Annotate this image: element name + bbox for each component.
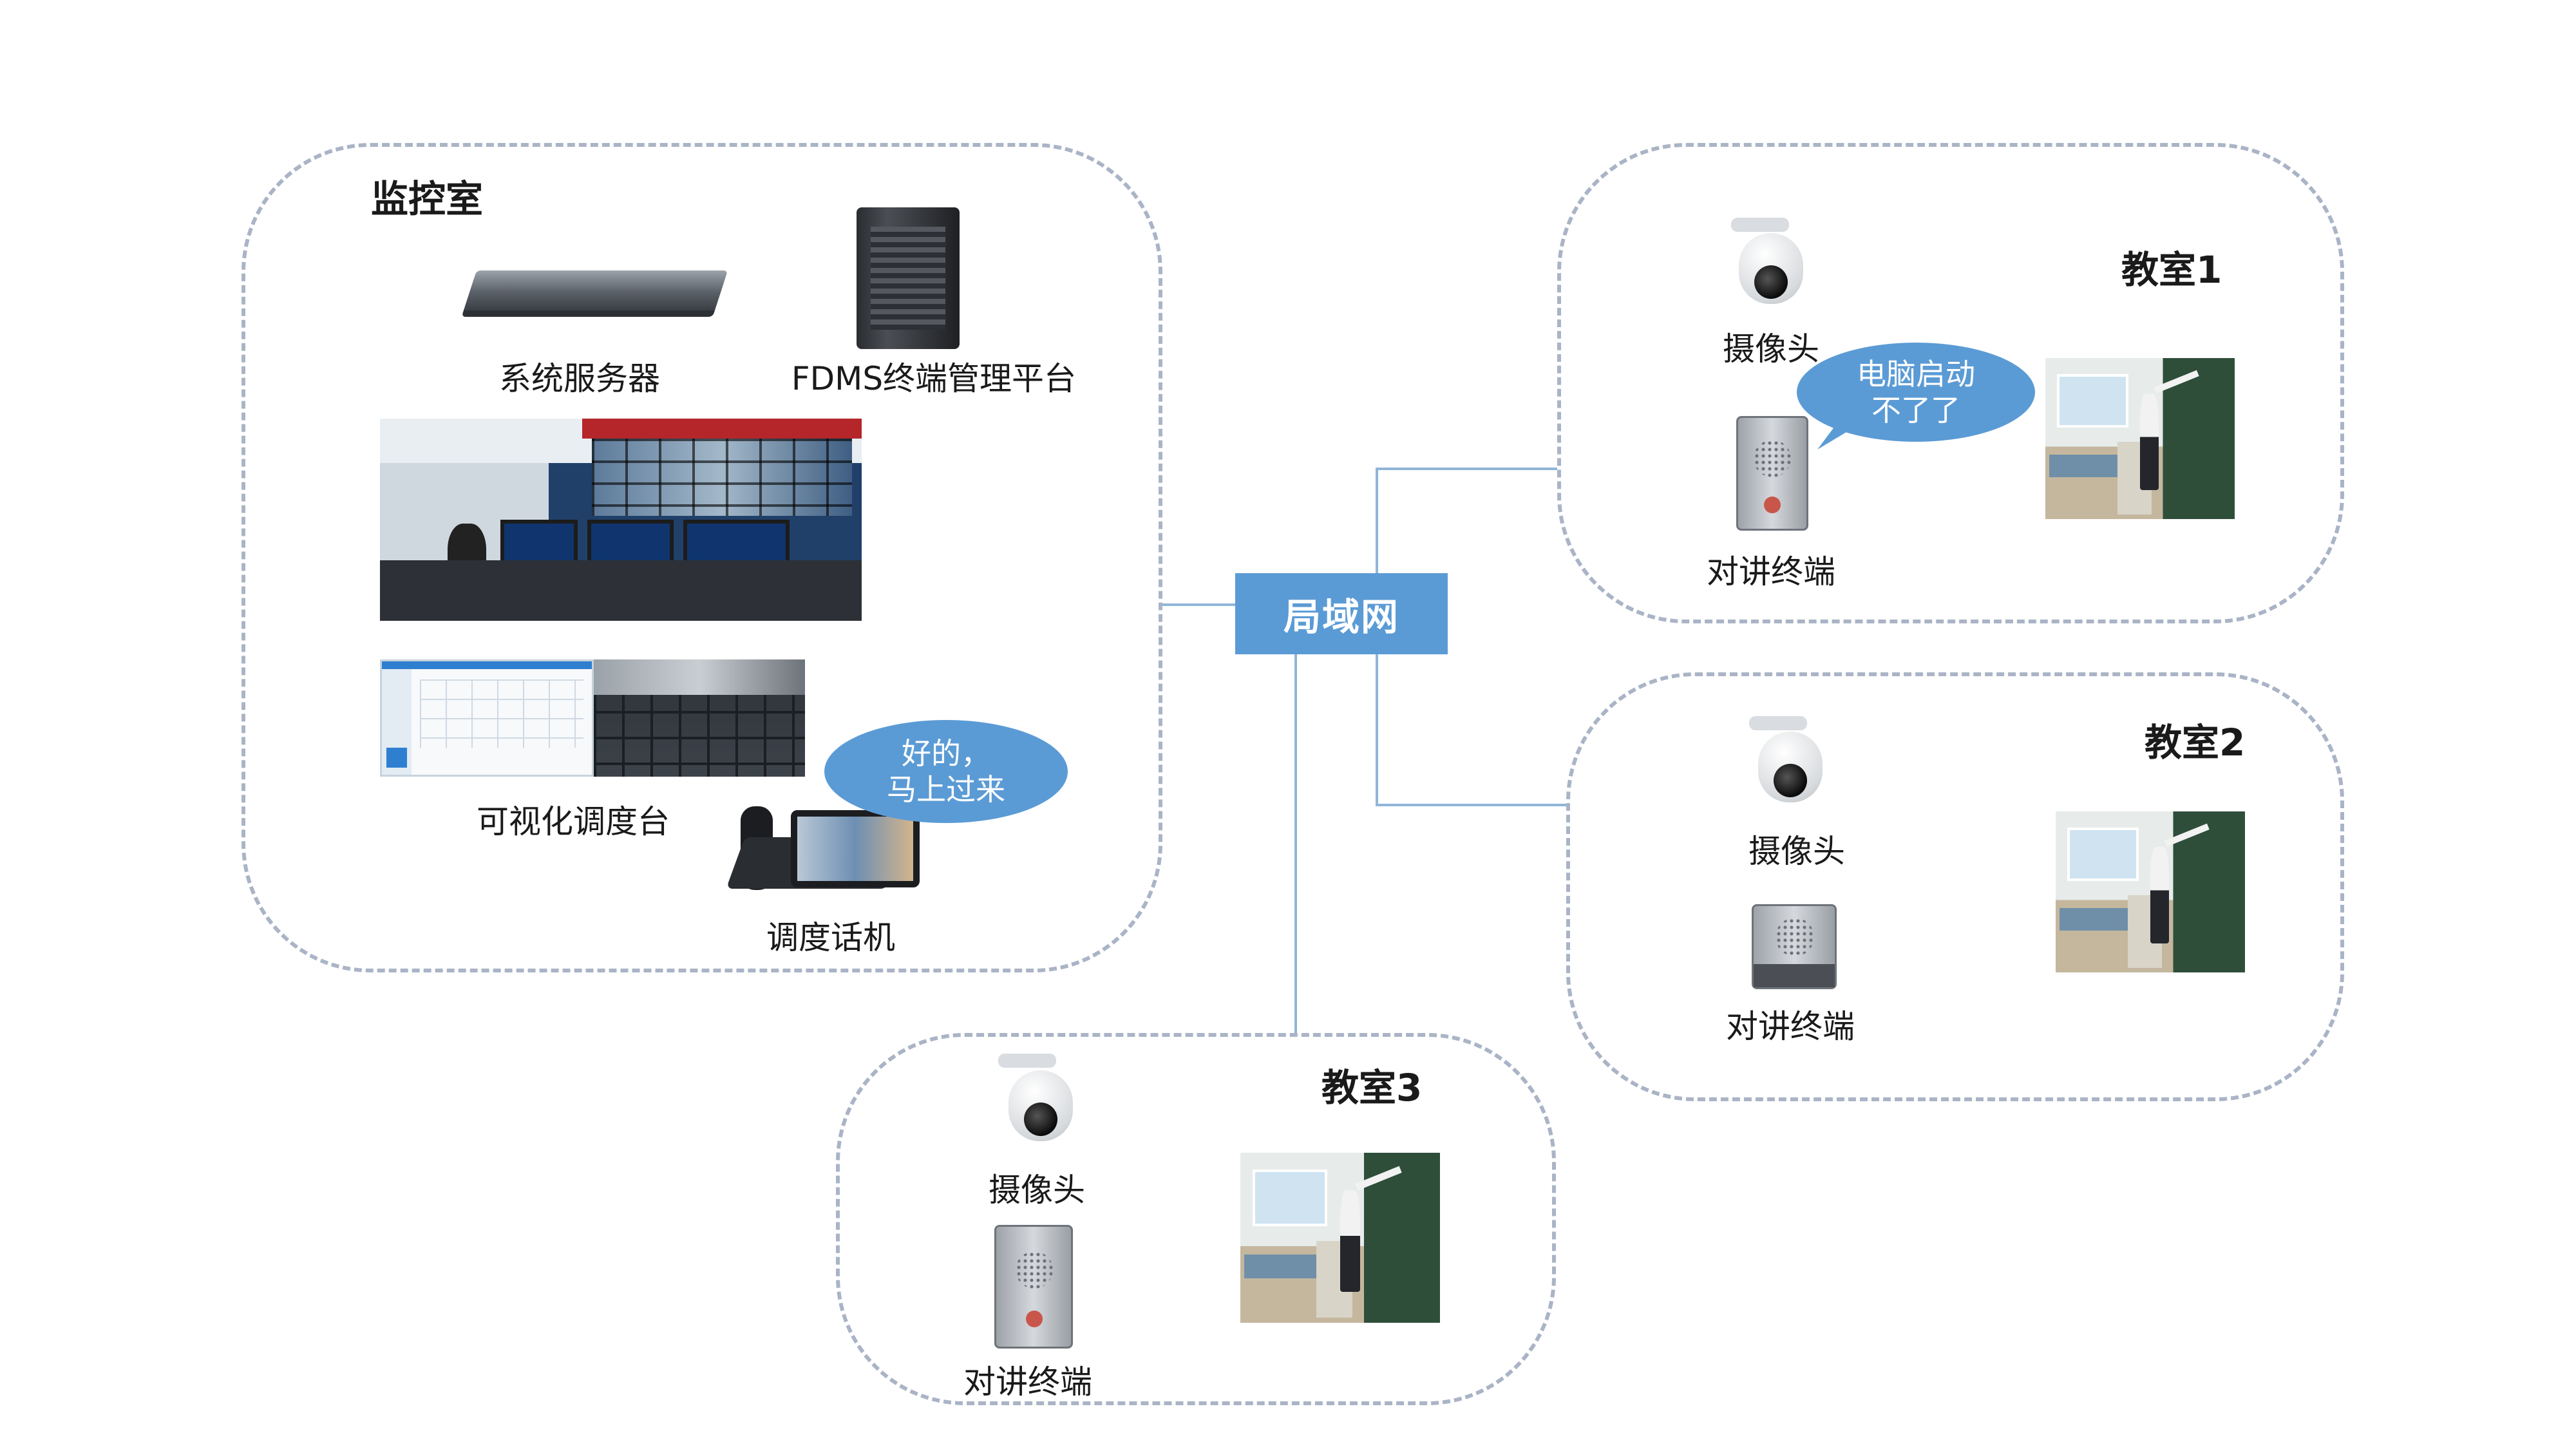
- camera-mount-icon: [1749, 716, 1807, 730]
- classroom1-title: 教室1: [2121, 248, 2222, 292]
- classroom2-title: 教室2: [2145, 721, 2246, 764]
- classroom3-camera-label: 摄像头: [989, 1171, 1085, 1209]
- camera-lens-icon: [1024, 1103, 1057, 1136]
- call-button-icon: [1754, 964, 1835, 987]
- camera-mount-icon: [998, 1054, 1056, 1068]
- classroom1-zone: [1557, 143, 2344, 623]
- classroom2-photo: [2056, 811, 2245, 972]
- classroom3-photo: [1240, 1153, 1440, 1323]
- dispatch-phone-label: 调度话机: [766, 919, 895, 956]
- link-control-room: [1162, 603, 1235, 606]
- intercom-terminal-icon: [1736, 416, 1808, 531]
- link-classroom2: [1376, 804, 1566, 806]
- reply-bubble-line1: 好的，: [902, 736, 990, 771]
- intercom-terminal-icon: [1752, 904, 1837, 989]
- speaker-grille-icon: [1016, 1251, 1053, 1289]
- classroom2-zone: [1566, 672, 2344, 1101]
- fdms-server-image: [857, 207, 960, 349]
- call-button-icon: [1764, 497, 1781, 513]
- call-button-icon: [1026, 1311, 1043, 1327]
- classroom1-photo: [2045, 358, 2235, 519]
- video-wall-image: [594, 659, 805, 777]
- system-server-image: [463, 270, 728, 310]
- intercom-terminal-icon: [994, 1225, 1073, 1349]
- lan-node: 局域网: [1235, 573, 1448, 654]
- camera-mount-icon: [1731, 218, 1789, 232]
- fdms-label: FDMS终端管理平台: [791, 360, 1077, 397]
- control-room-title: 监控室: [371, 177, 484, 221]
- speaker-grille-icon: [1776, 918, 1814, 956]
- classroom3-intercom-label: 对讲终端: [963, 1363, 1092, 1401]
- speaker-grille-icon: [1754, 440, 1791, 477]
- classroom3-zone: [836, 1033, 1556, 1405]
- request-speech-bubble: 电脑启动 不了了: [1797, 343, 2035, 442]
- control-room-zone: [242, 143, 1162, 972]
- camera-lens-icon: [1774, 764, 1807, 797]
- link-classroom1: [1376, 468, 1557, 470]
- request-bubble-line1: 电脑启动: [1857, 357, 1975, 392]
- request-bubble-line2: 不了了: [1871, 393, 1960, 428]
- phone-screen-image: [791, 810, 920, 887]
- classroom2-camera-label: 摄像头: [1748, 833, 1845, 870]
- classroom2-intercom-label: 对讲终端: [1726, 1008, 1855, 1045]
- link-classroom3: [1294, 654, 1297, 1033]
- classroom1-intercom-label: 对讲终端: [1707, 553, 1835, 591]
- classroom3-title: 教室3: [1321, 1066, 1423, 1110]
- reply-speech-bubble: 好的， 马上过来: [824, 720, 1068, 823]
- camera-lens-icon: [1754, 265, 1788, 299]
- reply-bubble-line2: 马上过来: [887, 772, 1005, 807]
- classroom1-camera-label: 摄像头: [1723, 330, 1819, 368]
- system-server-label: 系统服务器: [499, 360, 660, 397]
- monitoring-center-photo: [380, 419, 862, 621]
- dispatch-console-label: 可视化调度台: [477, 803, 670, 840]
- dispatch-console-screenshot: [380, 659, 594, 777]
